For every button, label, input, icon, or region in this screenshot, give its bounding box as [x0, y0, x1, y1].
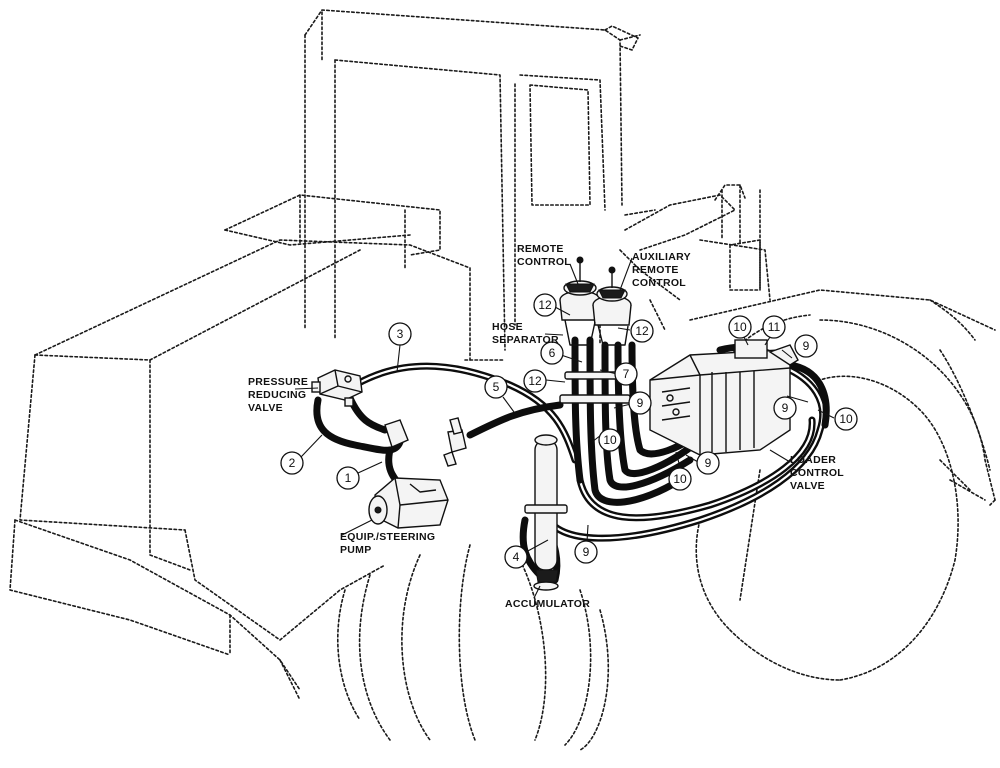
callout-1: 1	[336, 466, 360, 490]
callout-2: 2	[280, 451, 304, 475]
callout-10-d: 10	[834, 407, 858, 431]
svg-text:CONTROL: CONTROL	[790, 467, 844, 479]
label-pressure-reducing-valve: PRESSURE REDUCING VALVE	[248, 376, 308, 414]
callout-number: 9	[782, 401, 789, 415]
svg-text:LOADER: LOADER	[790, 454, 836, 466]
callout-number: 9	[637, 396, 644, 410]
label-remote-control: REMOTE CONTROL	[517, 243, 571, 268]
callout-9-e: 9	[773, 396, 797, 420]
callout-7: 7	[614, 362, 638, 386]
callout-9-d: 9	[794, 334, 818, 358]
callout-number: 12	[528, 374, 542, 388]
callout-4: 4	[504, 545, 528, 569]
svg-text:REDUCING: REDUCING	[248, 389, 306, 401]
callout-number: 6	[549, 346, 556, 360]
svg-text:PUMP: PUMP	[340, 544, 372, 556]
svg-text:SEPARATOR: SEPARATOR	[492, 334, 559, 346]
callout-9-b: 9	[574, 540, 598, 564]
fittings	[384, 417, 467, 467]
remote-control-unit	[559, 256, 632, 346]
callout-12-a: 12	[533, 293, 557, 317]
label-accumulator: ACCUMULATOR	[505, 598, 590, 610]
callout-number: 12	[538, 298, 552, 312]
callout-12-b: 12	[630, 319, 654, 343]
loader-control-valve	[649, 339, 799, 456]
callout-3: 3	[388, 322, 412, 346]
svg-text:AUXILIARY: AUXILIARY	[632, 251, 691, 263]
label-loader-control-valve: LOADER CONTROL VALVE	[790, 454, 844, 492]
callout-number: 2	[289, 456, 296, 470]
callout-number: 1	[345, 471, 352, 485]
callout-number: 9	[583, 545, 590, 559]
label-auxiliary-remote-control: AUXILIARY REMOTE CONTROL	[632, 251, 691, 289]
callout-number: 5	[493, 380, 500, 394]
svg-text:REMOTE: REMOTE	[517, 243, 564, 255]
callout-9-c: 9	[696, 451, 720, 475]
callout-10-b: 10	[668, 467, 692, 491]
callout-9-a: 9	[628, 391, 652, 415]
svg-text:CONTROL: CONTROL	[632, 277, 686, 289]
svg-text:CONTROL: CONTROL	[517, 256, 571, 268]
callout-12-c: 12	[523, 369, 547, 393]
label-pump: EQUIP./STEERING PUMP	[340, 531, 435, 556]
callout-number: 10	[733, 320, 747, 334]
svg-text:VALVE: VALVE	[790, 480, 825, 492]
svg-text:REMOTE: REMOTE	[632, 264, 679, 276]
equip-steering-pump	[368, 477, 449, 529]
callout-number: 10	[673, 472, 687, 486]
callout-number: 10	[603, 433, 617, 447]
callout-number: 11	[768, 320, 781, 334]
callout-5: 5	[484, 375, 508, 399]
callout-number: 3	[397, 327, 404, 341]
accumulator	[524, 434, 568, 591]
callout-number: 9	[803, 339, 810, 353]
svg-text:PRESSURE: PRESSURE	[248, 376, 308, 388]
callout-10-c: 10	[728, 315, 752, 339]
callout-number: 9	[705, 456, 712, 470]
callout-number: 4	[513, 550, 520, 564]
svg-text:ACCUMULATOR: ACCUMULATOR	[505, 598, 590, 610]
callout-11: 11	[762, 315, 786, 339]
tractor-outline	[9, 9, 996, 751]
svg-text:VALVE: VALVE	[248, 402, 283, 414]
svg-text:EQUIP./STEERING: EQUIP./STEERING	[340, 531, 435, 543]
callout-number: 7	[623, 367, 630, 381]
callout-10-a: 10	[598, 428, 622, 452]
pressure-reducing-valve	[311, 369, 363, 407]
callout-leaders	[294, 257, 835, 599]
callout-number: 12	[635, 324, 649, 338]
callout-6: 6	[540, 341, 564, 365]
label-hose-separator: HOSE SEPARATOR	[492, 321, 559, 346]
callout-number: 10	[839, 412, 853, 426]
svg-text:HOSE: HOSE	[492, 321, 523, 333]
